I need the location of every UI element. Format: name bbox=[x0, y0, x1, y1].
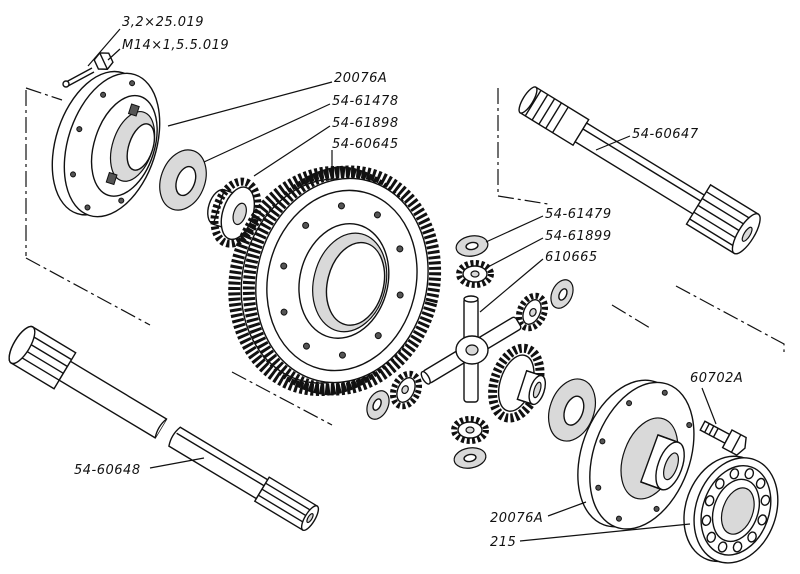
label-left-side-gear: 54-61898 bbox=[332, 116, 399, 131]
label-spider: 610665 bbox=[545, 250, 598, 265]
label-bolt-m14: M14×1,5.5.019 bbox=[122, 38, 229, 53]
bolt-60702a bbox=[699, 420, 747, 456]
right-side-gear bbox=[488, 343, 547, 423]
bearing-ball bbox=[706, 531, 717, 543]
pinion-washer-bottom bbox=[453, 447, 487, 469]
leader-lines bbox=[87, 28, 717, 542]
bolt-hole bbox=[373, 211, 381, 219]
ball-bearing bbox=[683, 455, 779, 564]
pinion-washer-left bbox=[366, 390, 390, 420]
bearing-ball bbox=[729, 468, 740, 480]
bearing-ball bbox=[717, 541, 728, 553]
bearing-ball bbox=[701, 514, 712, 526]
label-right-axle-shaft: 54-60647 bbox=[632, 127, 699, 142]
label-ring-gear: 54-60645 bbox=[332, 137, 399, 152]
left-axle-shaft bbox=[8, 325, 320, 532]
left-side-gear bbox=[207, 177, 262, 248]
label-right-housing: 20076A bbox=[490, 511, 543, 526]
label-right-bolt: 60702A bbox=[690, 371, 743, 386]
pinion-gear-top bbox=[456, 260, 494, 288]
bolt-hole bbox=[396, 245, 404, 253]
bolt-hole bbox=[337, 202, 345, 210]
ring-gear bbox=[228, 165, 442, 397]
label-bearing: 215 bbox=[490, 535, 516, 550]
cotter-pin bbox=[62, 67, 95, 88]
label-pinion-washer: 54-61479 bbox=[545, 207, 612, 222]
bearing-ball bbox=[755, 477, 766, 489]
label-left-washer: 54-61478 bbox=[332, 94, 399, 109]
bolt-hole bbox=[280, 262, 288, 270]
right-axle-shaft bbox=[518, 86, 761, 255]
bearing-ball bbox=[714, 478, 725, 490]
pinion-washer-top bbox=[455, 235, 489, 257]
bolt-m14 bbox=[93, 52, 114, 70]
left-thrust-washer bbox=[159, 149, 207, 211]
bearing-ball bbox=[744, 468, 755, 480]
differential-spider bbox=[420, 295, 522, 403]
right-thrust-washer bbox=[548, 378, 596, 442]
pinion-gear-right bbox=[515, 292, 549, 332]
label-pinion-gear: 54-61899 bbox=[545, 229, 612, 244]
label-left-axle-shaft: 54-60648 bbox=[74, 463, 141, 478]
label-left-housing: 20076A bbox=[334, 71, 387, 86]
bearing-ball bbox=[732, 541, 743, 553]
bolt-hole bbox=[374, 332, 382, 340]
bearing-ball bbox=[704, 495, 715, 507]
bolt-hole bbox=[280, 308, 288, 316]
bolt-hole bbox=[396, 291, 404, 299]
pinion-gear-left bbox=[389, 370, 423, 410]
bolt-hole bbox=[302, 221, 310, 229]
label-cotter-pin: 3,2×25.019 bbox=[122, 15, 204, 30]
bearing-ball bbox=[760, 494, 771, 506]
bearing-ball bbox=[757, 514, 768, 526]
bolt-hole bbox=[302, 342, 310, 350]
left-differential-housing bbox=[51, 70, 161, 218]
pinion-gear-bottom bbox=[451, 416, 489, 444]
right-differential-housing bbox=[577, 379, 695, 530]
assembly-axis-lines bbox=[25, 87, 785, 426]
bearing-ball bbox=[747, 531, 757, 543]
bolt-hole bbox=[338, 351, 346, 359]
pinion-washer-right bbox=[550, 279, 574, 309]
